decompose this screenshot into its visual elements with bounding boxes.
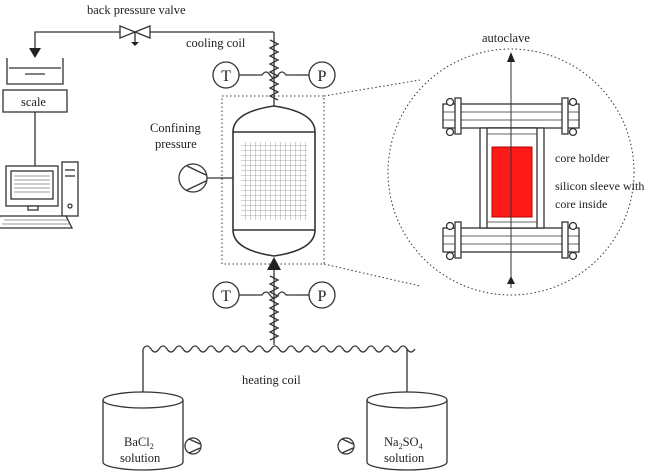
bacl2-label: BaCl2 [124,435,154,451]
top-pipe [252,32,298,106]
heating-coil [142,345,416,392]
confining-pressure-label-line1: Confining [150,121,201,135]
confining-pressure-label-line2: pressure [155,137,197,151]
inlet-arrow [267,257,281,270]
back-pressure-valve-label: back pressure valve [87,3,186,17]
bottom-pipe [252,270,298,345]
na2so4-pump-icon [337,437,355,455]
cooling-coil-label: cooling coil [186,36,246,50]
temperature-gauge-bottom-label: T [221,288,231,305]
back-pressure-line [34,31,274,55]
autoclave-label: autoclave [482,31,530,45]
computer-icon [0,161,79,229]
pressure-gauge-bottom-label: P [318,288,327,305]
core-holder-label: core holder [555,151,609,165]
confining-pressure-pump-icon [178,163,233,193]
autoclave-vessel [232,105,316,257]
heating-coil-label: heating coil [242,373,301,387]
silicon-sleeve-label-line2: core inside [555,197,607,211]
silicon-sleeve-label-line1: silicon sleeve with [555,179,644,193]
magnified-view-circle [387,48,635,296]
back-pressure-valve-icon [119,25,151,46]
pressure-gauge-top-label: P [318,68,327,85]
bacl2-solution-label: solution [120,451,161,465]
bacl2-tank [102,391,184,471]
flow-axis [507,52,515,288]
core-sample [491,146,533,218]
na2so4-tank [366,391,448,471]
arrow-to-beaker [29,48,41,58]
scale-label: scale [21,95,46,109]
temperature-gauge-top-label: T [221,68,231,85]
bacl2-pump-icon [184,437,202,455]
collection-beaker [6,58,64,85]
na2so4-label: Na2SO4 [384,435,423,451]
na2so4-solution-label: solution [384,451,425,465]
